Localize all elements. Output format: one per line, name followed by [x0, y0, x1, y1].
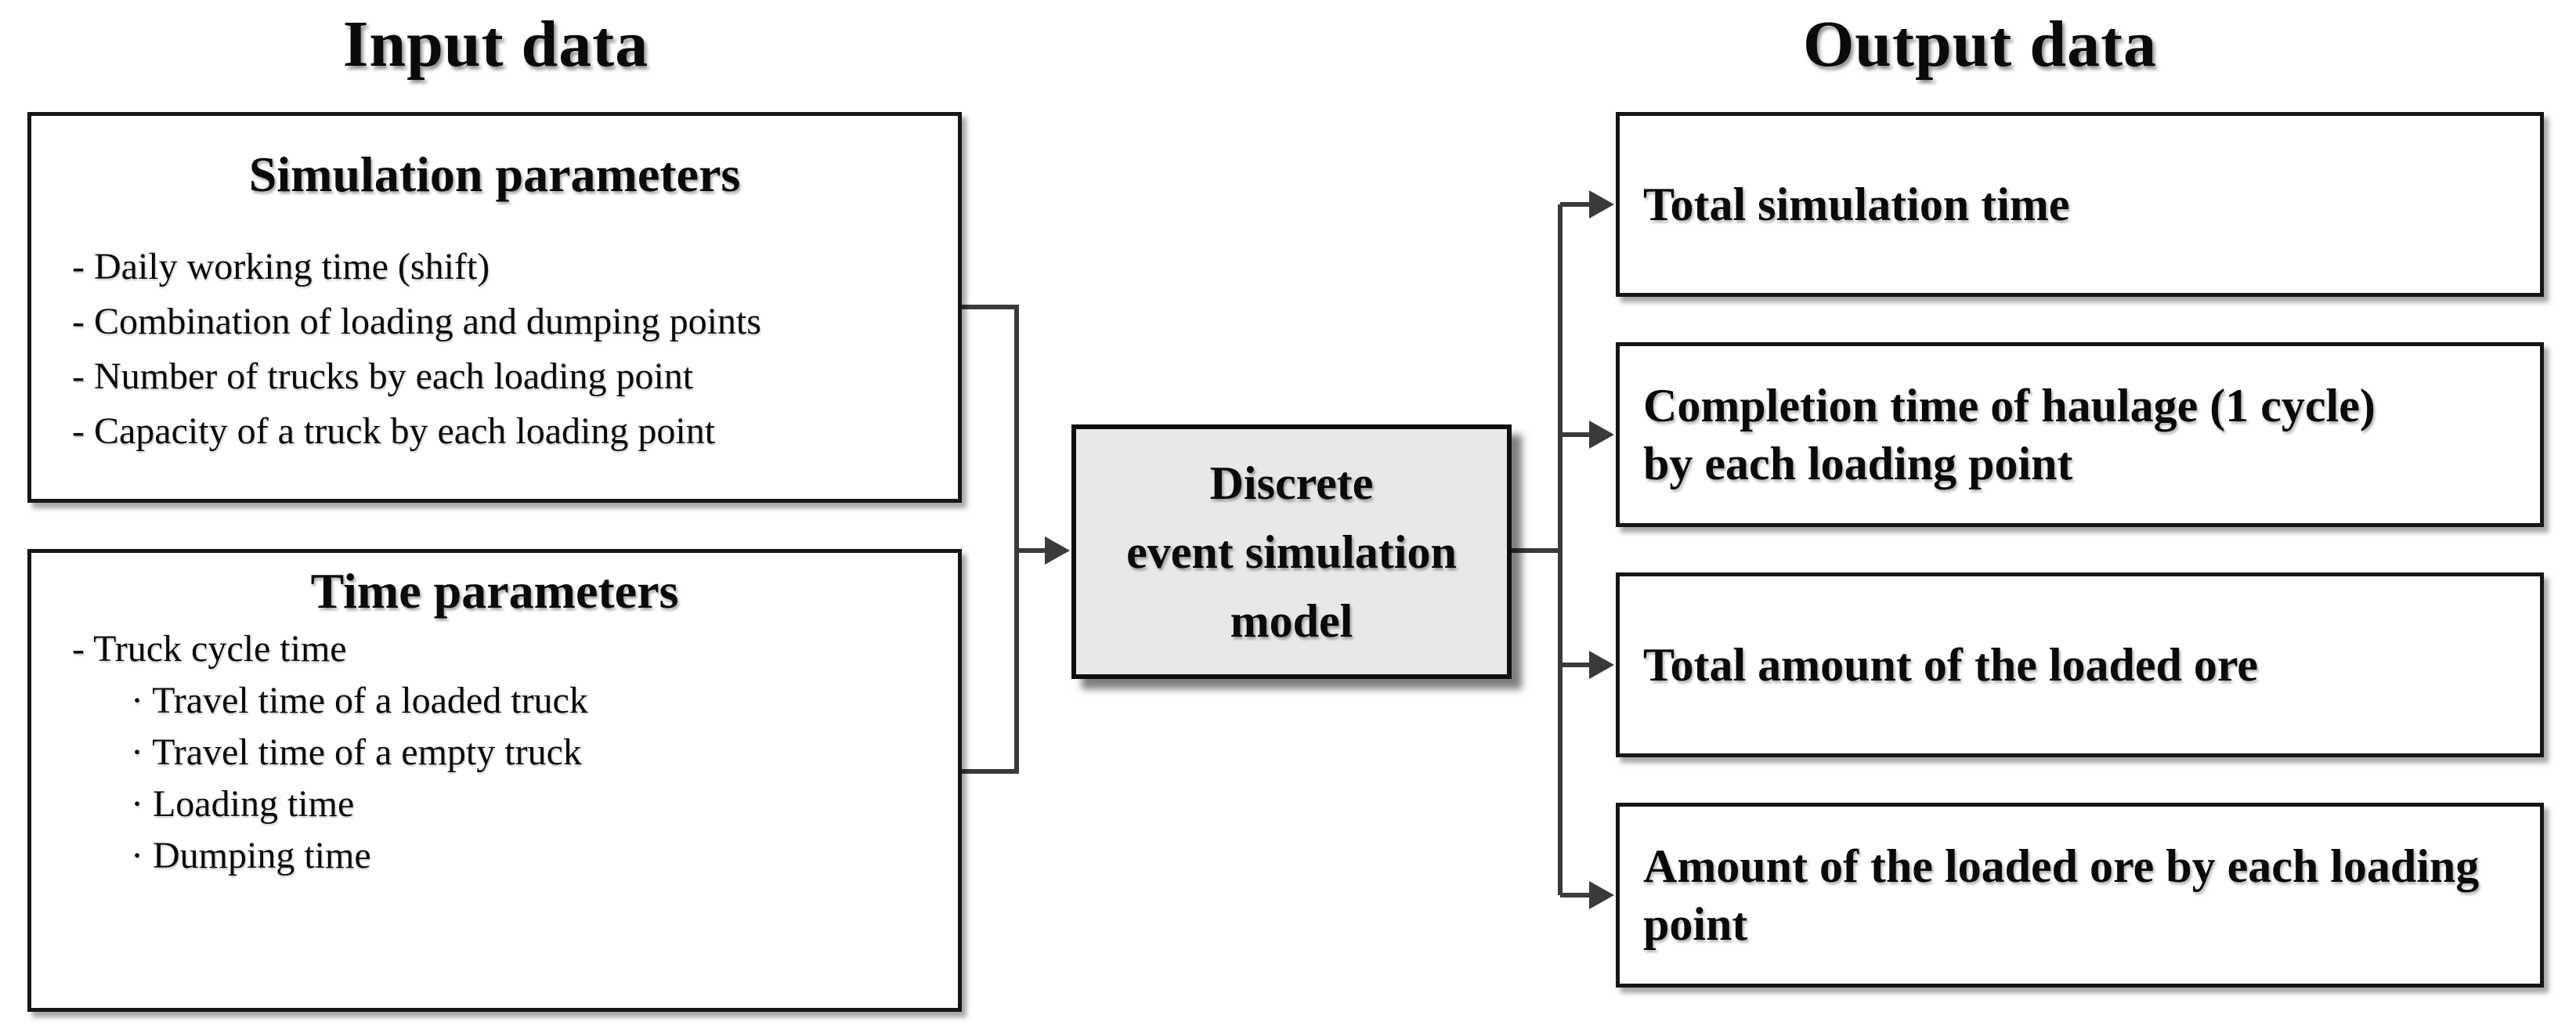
parameter-subitem: · Travel time of a loaded truck [131, 680, 588, 721]
output-connectors [1509, 190, 1614, 909]
parameter-item: - Capacity of a truck by each loading po… [72, 410, 716, 452]
simulation-parameters-title: Simulation parameters [248, 146, 741, 202]
time-parameters-box: Time parameters - Truck cycle time · Tra… [27, 549, 962, 1012]
parameter-subitem: · Loading time [131, 783, 355, 825]
output-box-label: Total simulation time [1643, 179, 2070, 230]
parameter-item: - Combination of loading and dumping poi… [72, 301, 761, 342]
parameter-item: - Number of trucks by each loading point [72, 356, 694, 397]
simulation-parameters-list: - Daily working time (shift) - Combinati… [72, 240, 942, 459]
arrowhead-output-1 [1589, 190, 1614, 218]
arrowhead-output-2 [1589, 421, 1614, 449]
output-box-amount-loaded-ore-by-loading-point: Amount of the loaded ore by each loading… [1616, 803, 2544, 988]
connector-time-parameters [957, 551, 1019, 774]
parameter-item: - Daily working time (shift) [72, 246, 490, 287]
connector-simulation-parameters [957, 305, 1019, 551]
output-box-label: Amount of the loaded ore by each loading… [1643, 840, 2480, 950]
output-box-completion-time-of-haulage: Completion time of haulage (1 cycle) by … [1616, 342, 2544, 527]
parameter-item: - Truck cycle time [72, 628, 347, 670]
output-data-title: Output data [1802, 8, 2158, 81]
output-box-total-simulation-time: Total simulation time [1616, 112, 2544, 297]
simulation-parameters-box: Simulation parameters - Daily working ti… [27, 112, 962, 503]
time-parameters-list: - Truck cycle time · Travel time of a lo… [72, 623, 942, 882]
input-data-title: Input data [342, 8, 649, 81]
model-box-label: Discrete event simulation model [1126, 457, 1457, 647]
discrete-event-simulation-model-box: Discrete event simulation model [1071, 424, 1512, 679]
parameter-subitem: · Dumping time [131, 835, 371, 876]
input-connectors [957, 305, 1070, 774]
arrowhead-output-4 [1589, 881, 1614, 909]
arrowhead-into-model [1045, 536, 1070, 565]
time-parameters-title: Time parameters [310, 563, 679, 619]
arrowhead-output-3 [1589, 651, 1614, 679]
output-box-label: Completion time of haulage (1 cycle) by … [1643, 380, 2375, 489]
output-box-label: Total amount of the loaded ore [1643, 639, 2259, 691]
output-box-total-amount-loaded-ore: Total amount of the loaded ore [1616, 572, 2544, 757]
parameter-subitem: · Travel time of a empty truck [131, 731, 582, 773]
